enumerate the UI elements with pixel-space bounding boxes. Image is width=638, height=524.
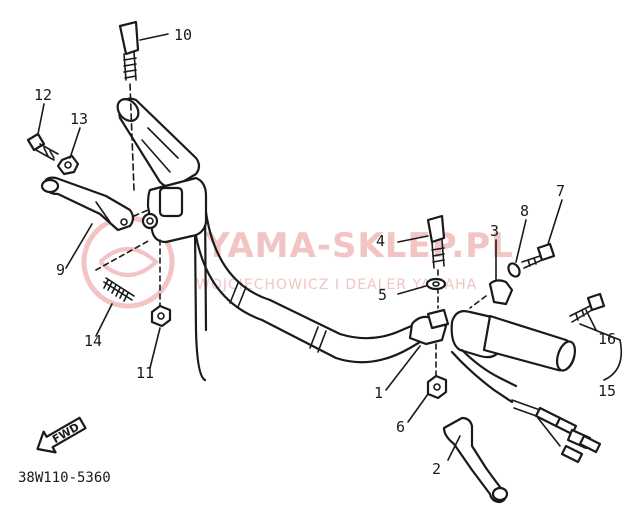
right-grip-assembly (408, 308, 602, 464)
callout-7: 7 (556, 182, 565, 200)
callout-10: 10 (174, 26, 192, 44)
watermark: YAMA-SKLEP.PL WOJCIECHOWICZ I DEALER YAM… (81, 215, 514, 309)
screw-7 (521, 242, 556, 269)
callout-12: 12 (34, 86, 52, 104)
callout-5: 5 (378, 286, 387, 304)
leader-lines (37, 33, 623, 461)
lever-9 (40, 176, 149, 232)
nut-11 (150, 239, 172, 328)
watermark-main-text: YAMA-SKLEP.PL (204, 226, 514, 266)
bolt-10 (118, 20, 140, 191)
watermark-sub-text: WOJCIECHOWICZ I DEALER YAMAHA (196, 277, 477, 293)
callout-4: 4 (376, 232, 385, 250)
forward-arrow-label: FWD (50, 420, 81, 446)
callout-1: 1 (374, 384, 383, 402)
callout-9: 9 (56, 261, 65, 279)
nut-6 (426, 343, 448, 400)
nut-13 (56, 154, 80, 176)
part-code: 38W110-5360 (18, 470, 111, 486)
lever-2 (442, 416, 509, 504)
spring-14 (95, 239, 151, 302)
callout-15: 15 (598, 382, 616, 400)
washer-5 (425, 277, 447, 291)
callout-3: 3 (490, 222, 499, 240)
clamp-3 (469, 279, 514, 309)
callouts: 10 12 13 9 14 11 4 5 1 6 3 8 7 16 15 2 (34, 26, 616, 478)
bolt-12 (26, 132, 59, 161)
callout-8: 8 (520, 202, 529, 220)
callout-11: 11 (136, 364, 154, 382)
callout-16: 16 (598, 330, 616, 348)
callout-14: 14 (84, 332, 102, 350)
screw-16 (569, 292, 606, 323)
callout-6: 6 (396, 418, 405, 436)
watermark-logo-mark (98, 247, 159, 277)
callout-2: 2 (432, 460, 441, 478)
washer-8 (507, 262, 521, 278)
forward-arrow: FWD (36, 416, 87, 454)
left-grip-assembly (116, 97, 208, 244)
callout-13: 13 (70, 110, 88, 128)
